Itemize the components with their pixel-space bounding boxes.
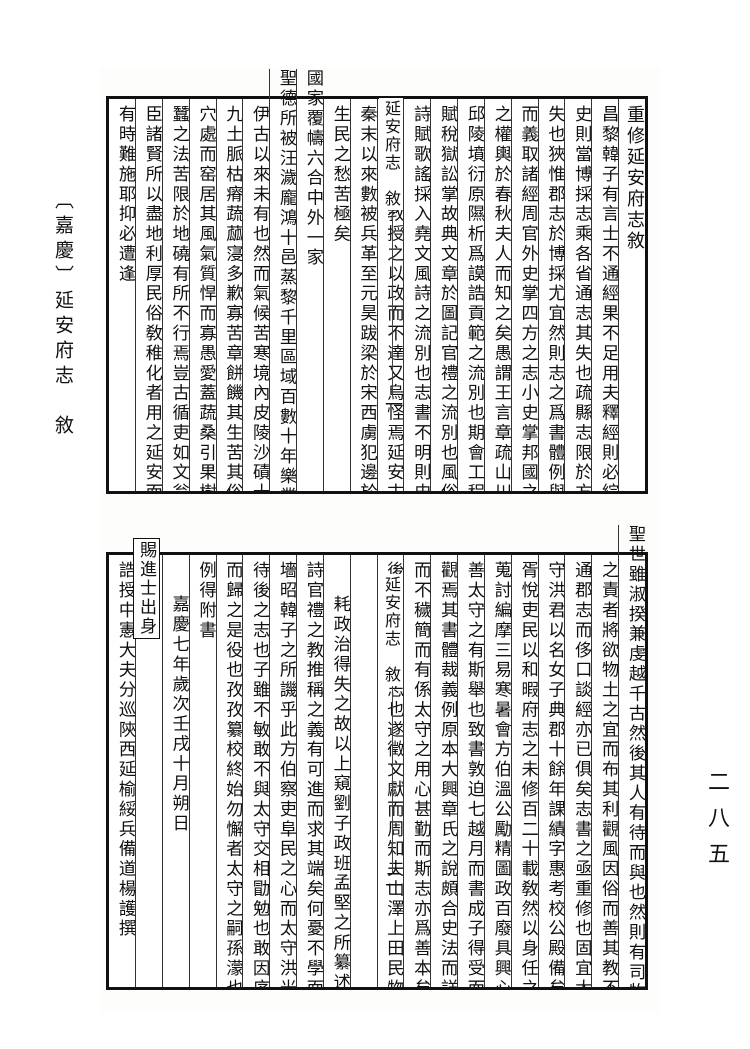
text-column: 生民之愁苦極矣	[322, 99, 350, 491]
text-column: 觀焉其書體裁義例原本大興章氏之說頗合史法而詳	[430, 555, 457, 987]
text-column: 聖世雖淑揆兼虔越千古然後其人有待而與也然則有司牧	[618, 525, 645, 987]
text-column: 聖德所被汪濊龐鴻十邑蒸黎千里區域百數十年樂業安居	[269, 69, 296, 491]
text-column: 而不穢簡而有係太守之用心甚勤而斯志亦爲善本矣	[403, 555, 430, 987]
page-number: 二八五	[704, 770, 729, 878]
text-column: 蒐討編摩三易寒暑會方伯溫公勵精圖政百廢具興心	[483, 555, 511, 987]
text-column: 之權輿於春秋夫人而知之矣愚謂王言章疏山川疆域	[483, 99, 511, 491]
text-column: 賦稅獄訟掌故典文章於圖記官禮之流別也風俗物產	[430, 99, 457, 491]
text-column: 蠶之法苦限於地磽有所不行焉豈古循吏如文翁召信	[161, 99, 189, 491]
text-column: 守洪君以名女子典郡十餘年課績字惠考校公殿備矣	[537, 555, 564, 987]
degree-title-box: 賜進士出身	[133, 538, 160, 639]
text-column: 待後之志也子雖不敏敢不與太守交相勖勉也敢因序	[242, 555, 269, 987]
book-title-label: 〔嘉慶〕延安府志 敘	[52, 190, 74, 440]
text-column	[349, 555, 377, 987]
text-column: 有時難施耶抑必遭逢	[114, 105, 135, 285]
upper-columns: 重修延安府志敘昌黎韓子有言士不通經果不足用夫釋經則必綜史讀史則當博採志乘各省通志…	[109, 69, 645, 491]
text-column: 穴處而窑居其風氣質悍而寡愚愛蓋蔬桑引果樹桑教	[188, 99, 216, 491]
text-column: 九土脈枯瘠蔬蓏寖多歉寡苦章餅饑其生苦其俗情其棲止	[215, 99, 242, 491]
text-column: 伊古以來未有也然而氣候苦寒境內皮陵沙磧十居八	[242, 99, 269, 491]
text-column: 國家覆幬六合中外一家	[296, 69, 323, 491]
text-column: 善太守之有斯舉也致書敦迫七越月而書成子得受而	[457, 555, 484, 987]
text-column: 詩賦歌謠採入堯文風詩之流別也志書不明則史法不	[403, 99, 430, 491]
fold-line-upper	[392, 176, 393, 396]
text-column: 例得附書	[188, 555, 216, 987]
text-column: 重修延安府志敘	[618, 99, 645, 491]
text-column: 昌黎韓子有言士不通經果不足用夫釋經則必綜史讀	[591, 99, 618, 491]
text-column: 通郡志而侈口談經亦已俱矣志書之亟重修也固宜太	[564, 555, 591, 987]
text-column: 墻昭韓子之所譏乎此方伯察吏阜民之心而太守洪光	[269, 555, 296, 987]
upper-text-block: 重修延安府志敘昌黎韓子有言士不通經果不足用夫釋經則必綜史讀史則當博採志乘各省通志…	[106, 69, 648, 494]
lower-text-block: 聖世雖淑揆兼虔越千古然後其人有待而與也然則有司牧之責者將欲物土之宜而布其利觀風因…	[106, 525, 648, 990]
folio-number-upper: 一	[382, 395, 403, 413]
text-column: 失也狹惟郡志於博採尤宜然則志之爲書體例與史同	[537, 99, 564, 491]
text-column: 誥授中憲大夫分巡陝西延榆綏兵備道楊護撰	[114, 561, 135, 939]
text-column: 而歸之是役也孜孜纂校終始勿懈者太守之嗣孫濛也	[215, 555, 242, 987]
text-column: 耗政治得失之故以上窺劉子政班孟堅之所纂述書	[322, 555, 350, 987]
text-column: 詩官禮之教推稱之義有可進而求其端矣何憂不學面	[296, 555, 323, 987]
text-column: 秦末以來數被兵革至元昊跋梁於宋西虜犯邊於明而	[349, 99, 377, 491]
text-column: 之責者將欲物土之宜而布其利觀風因俗而善其教不	[591, 555, 618, 987]
lower-columns: 聖世雖淑揆兼虔越千古然後其人有待而與也然則有司牧之責者將欲物土之宜而布其利觀風因…	[109, 525, 645, 987]
text-column: 而義取諸經周官外史掌四方之志小史掌邦國之志志	[510, 99, 538, 491]
text-column	[134, 555, 162, 987]
text-column: 史則當博採志乘各省通志其失也疏縣志限於方隅其	[564, 99, 591, 491]
fold-banner-upper: 延安府志 敘	[379, 98, 403, 210]
text-column: 臣諸賢所以盡地利厚民俗敎稚化者用之延安而其術	[134, 99, 162, 491]
text-column: 嘉慶七年歲次壬戌十月朔日	[161, 555, 189, 987]
text-column: 邱陵墳衍原隰析爲謨誥貢範之流別也期會工程	[457, 99, 484, 491]
fold-line-lower	[392, 648, 393, 873]
fold-banner-lower: 延安府志 敘	[379, 574, 403, 686]
folio-number-lower: 二	[382, 870, 403, 888]
text-column: 胥悅吏民以和暇府志之未修百二十載敎然以身任之	[510, 555, 538, 987]
